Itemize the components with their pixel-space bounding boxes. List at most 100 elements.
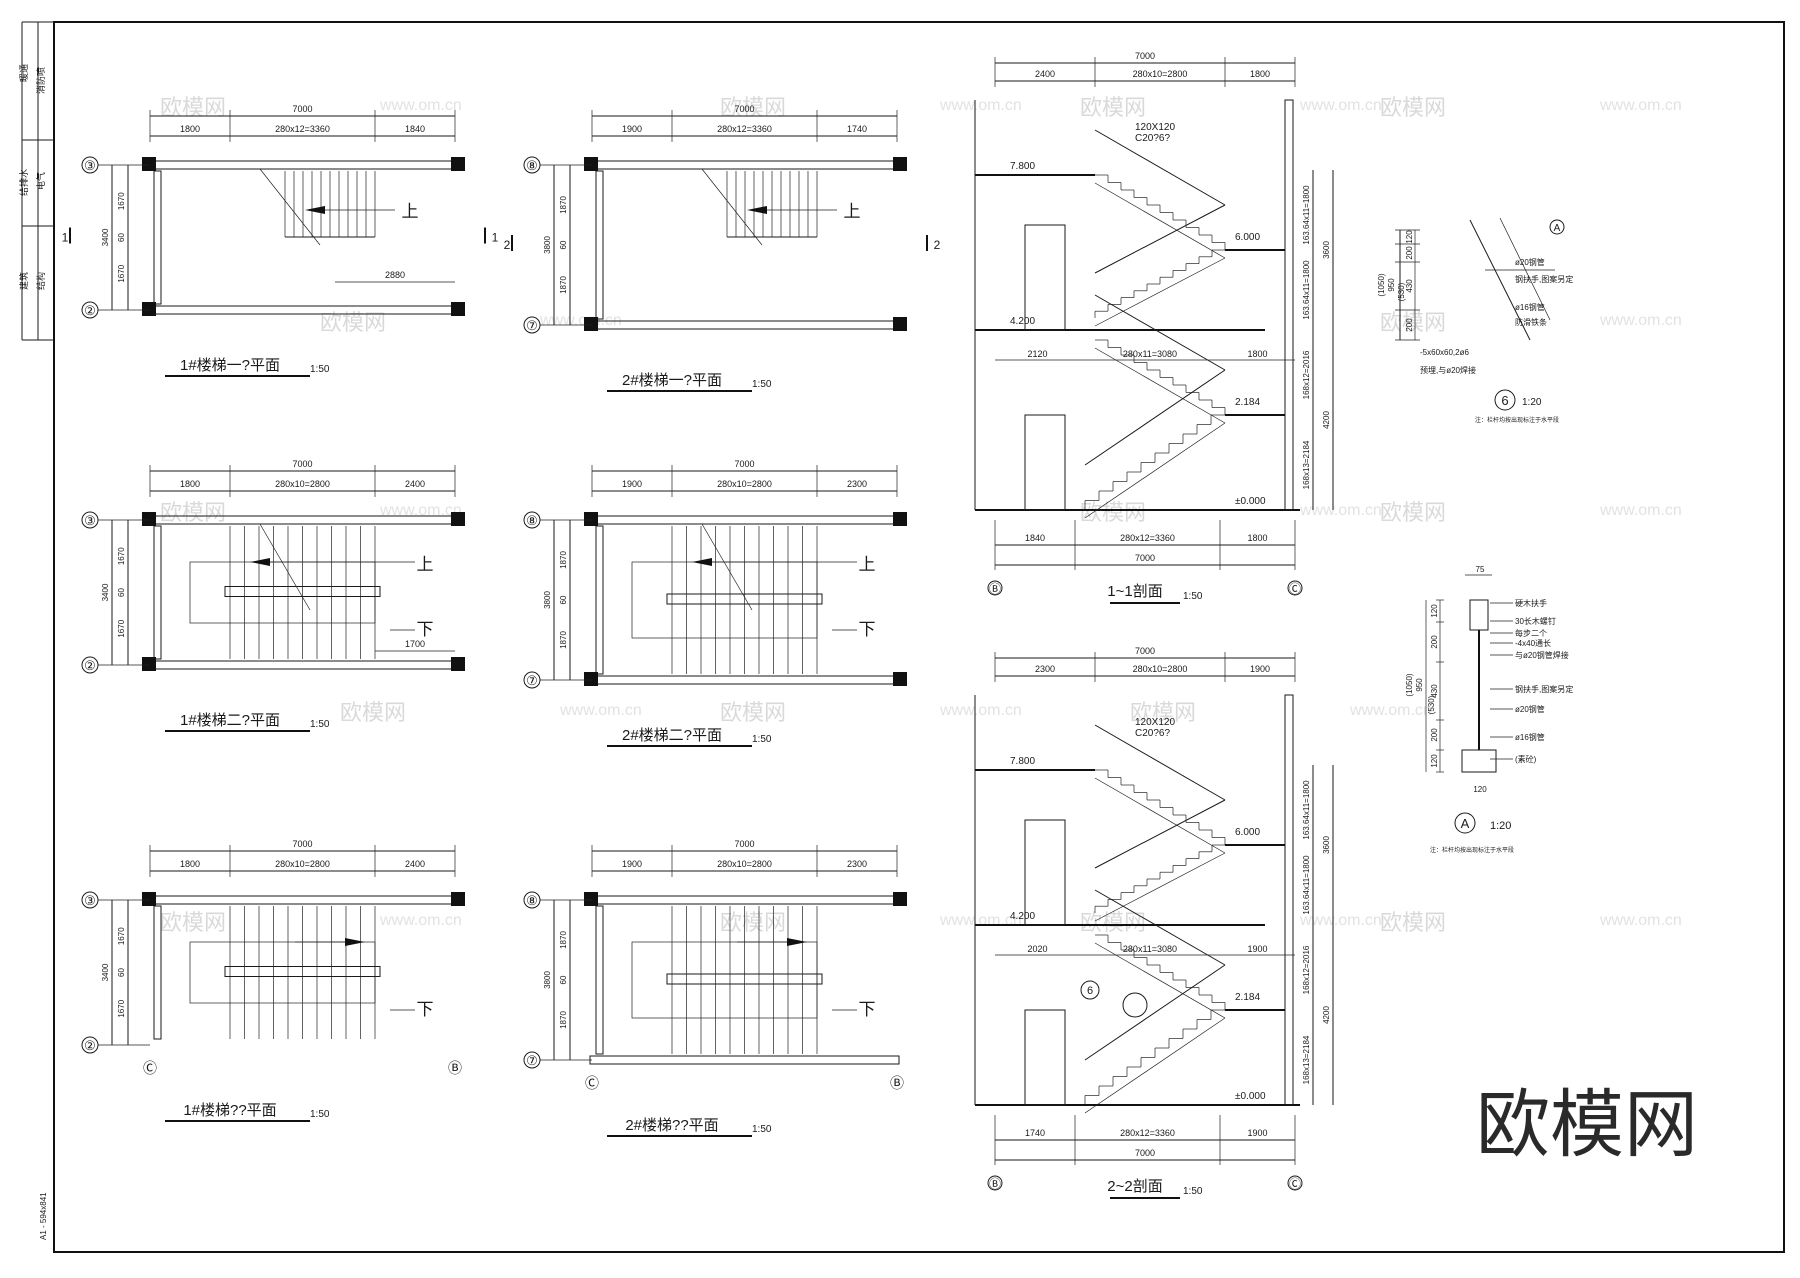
detail-dim: 120 [1405,230,1414,244]
watermark-brand: 欧模网 [340,700,406,725]
wall-bottom [147,305,458,315]
dim-total: 7000 [1135,1148,1155,1158]
plan-title: 1#楼梯二?平面 [180,712,280,729]
line [1094,777,1226,854]
line [1084,964,1226,1061]
detail-note: 与ø20钢管焊接 [1515,650,1569,660]
axis-label: ② [84,1038,96,1053]
dim-total: 7000 [292,839,312,849]
dim-right-total: 3600 [1322,241,1331,259]
dim-right: 168x12=2016 [1302,350,1311,399]
detail-footnote: 注：栏杆均按出现标注于水平段 [1430,846,1514,854]
dim-right-total: 4200 [1322,1006,1331,1024]
dim-total: 7000 [292,104,312,114]
axis-label: Ⓒ [1289,1177,1301,1191]
line [1094,129,1226,206]
line [1094,347,1226,424]
wall-top [147,160,458,170]
dim-right-total: 4200 [1322,411,1331,429]
axis-label: Ⓑ [989,582,1001,596]
dim-total: 7000 [1135,646,1155,656]
dim-segment: 280x10=2800 [275,859,330,869]
watermark-brand: 欧模网 [1380,500,1446,525]
handrail [666,973,823,985]
title-cell-3: 电气 [35,172,46,190]
sheet-size-label: A1 - 594x841 [39,1192,48,1240]
wall-right [1284,694,1294,1106]
detail-note: ø20钢管 [1515,257,1545,267]
dim-left-total: 3800 [543,236,552,254]
watermark-brand: 欧模网 [720,700,786,725]
detail-note: ø16钢管 [1515,302,1545,312]
window-left [595,525,604,675]
dim-segment: 280x11=3080 [1123,944,1177,954]
detail-note: -5x60x60,2ø6 [1420,348,1469,357]
column [451,512,465,526]
axis-label: ⑧ [526,893,538,908]
level-label: 7.800 [1010,756,1035,767]
dim-segment: 2400 [405,859,425,869]
railing-detail-6: 120200430200950(1050)(530)Aø20钢管钢扶手,图案另定… [1377,217,1573,424]
title-cell-5: 结构 [35,272,46,290]
line [1084,369,1226,466]
arrow [747,206,767,214]
detail-dim: 120 [1430,754,1439,768]
dim-right: 168x12=2016 [1302,945,1311,994]
dim-segment: 1740 [1025,1128,1045,1138]
column [893,512,907,526]
wall-top [589,895,900,905]
dim-left: 1670 [117,999,126,1017]
detail-note: (素砼) [1515,754,1537,764]
dim-segment: 1800 [1247,533,1267,543]
dim-segment: 280x10=2800 [1133,664,1188,674]
detail-note: -4x40通长 [1515,638,1551,648]
dim-right: 168x13=2184 [1302,1035,1311,1084]
column [451,892,465,906]
axis-label: ② [84,303,96,318]
detail-note: 30长木螺钉 [1515,616,1556,626]
dim-segment: 1900 [1247,944,1267,954]
arrow [250,558,270,566]
dim-total: 7000 [1135,553,1155,563]
beam-label: C20?6? [1135,133,1170,144]
detail-dim: 200 [1405,246,1414,260]
detail-bubble [1549,219,1565,235]
dim-segment: 2400 [405,479,425,489]
dim-segment: 1840 [1025,533,1045,543]
detail-dim: 200 [1430,728,1439,742]
detail-bubble-label: A [1554,223,1561,234]
plan-scale: 1:50 [752,1124,772,1135]
axis-label: ⑦ [526,673,538,688]
handrail-section [1469,599,1489,631]
dim-segment: 1900 [622,124,642,134]
wall-bottom [589,320,900,330]
line [1094,204,1226,274]
detail-note: ø20钢管 [1515,704,1545,714]
dim-left: 1670 [117,619,126,637]
dim-total: 7000 [734,459,754,469]
plan-title: 2#楼梯??平面 [625,1117,718,1134]
wall-bottom [147,660,458,670]
level-label: ±0.000 [1235,1091,1266,1102]
title-cell-2: 给排水 [18,169,29,196]
dim-left: 1670 [117,927,126,945]
arrow [305,206,325,214]
line [1094,182,1226,259]
wall-top [589,515,900,525]
watermark-url: www.om.cn [559,702,642,719]
watermark-url: www.om.cn [1299,912,1382,929]
beam-label: 120X120 [1135,122,1175,133]
detail-dim: 75 [1476,565,1485,574]
dim-total: 7000 [734,839,754,849]
detail-label: A [1461,816,1470,831]
dim-segment: 280x11=3080 [1123,349,1177,359]
watermark-url: www.om.cn [379,502,462,519]
column [893,892,907,906]
detail-dim-total: 950 [1415,678,1424,692]
beam-label: 120X120 [1135,717,1175,728]
down-label: 下 [859,620,876,639]
